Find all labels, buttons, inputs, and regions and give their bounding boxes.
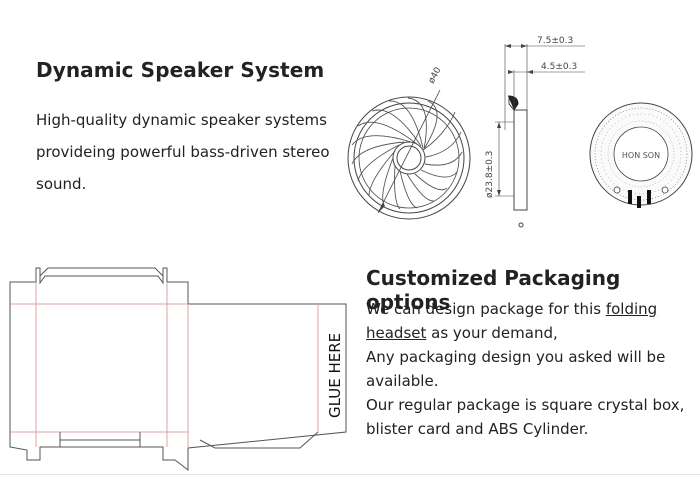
dim-depth-body: 4.5±0.3 xyxy=(541,62,577,72)
packaging-line-1-suffix: as your demand, xyxy=(426,324,558,342)
speaker-back-view xyxy=(589,102,693,208)
speaker-section-title: Dynamic Speaker System xyxy=(36,58,325,82)
speaker-front-view xyxy=(347,89,471,220)
dim-diameter-outer: ø40 xyxy=(427,65,444,85)
packaging-line-1-prefix: We can design package for this xyxy=(366,300,606,318)
dim-diameter-inner: ø23.8±0.3 xyxy=(485,151,495,198)
packaging-dieline xyxy=(9,267,347,472)
packaging-line-2: Any packaging design you asked will be a… xyxy=(366,348,666,390)
packaging-section-description: We can design package for this folding h… xyxy=(366,297,696,441)
packaging-section-title: Customized Packaging options xyxy=(366,266,621,314)
back-label: HON SON xyxy=(622,151,660,160)
bottom-divider xyxy=(0,474,700,475)
folding-headset-link[interactable]: folding headset xyxy=(366,300,658,342)
packaging-line-1: We can design package for this folding h… xyxy=(366,297,696,345)
glue-here-label: GLUE HERE xyxy=(326,333,344,418)
dim-depth-total: 7.5±0.3 xyxy=(537,36,573,46)
packaging-line-3: Our regular package is square crystal bo… xyxy=(366,396,685,438)
speaker-section-description: High-quality dynamic speaker systems pro… xyxy=(36,111,330,193)
speaker-side-view xyxy=(495,44,585,228)
